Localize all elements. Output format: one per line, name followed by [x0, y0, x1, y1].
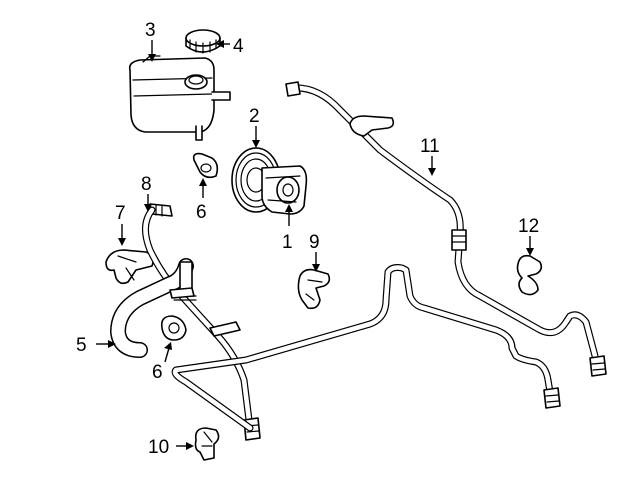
- callout-4: 4: [233, 36, 244, 57]
- reservoir-part: [128, 55, 231, 141]
- callout-12: 12: [518, 216, 539, 237]
- callout-8: 8: [141, 174, 152, 195]
- return-hose-part: [110, 258, 197, 358]
- leader-lines: [96, 40, 534, 450]
- callout-6-upper: 6: [196, 202, 207, 223]
- callout-2: 2: [249, 106, 260, 127]
- bracket-part: [105, 249, 154, 285]
- hose-clamp-upper-part: [192, 152, 219, 179]
- callout-3: 3: [145, 20, 156, 41]
- callout-6-lower: 6: [152, 362, 163, 383]
- hose-clip-part: [169, 287, 241, 337]
- line-bracket-part: [297, 268, 331, 310]
- reservoir-cap-part: [185, 29, 221, 54]
- return-line-part: [285, 81, 607, 377]
- callout-1: 1: [282, 232, 293, 253]
- line-clip-part: [516, 254, 543, 296]
- callout-5: 5: [76, 335, 87, 356]
- callout-11: 11: [420, 136, 440, 157]
- callout-labels: 3 4 2 1 6 8 7 9 11 12 5 6 10: [76, 20, 539, 458]
- callout-7: 7: [115, 203, 126, 224]
- cooler-line-part: [171, 264, 561, 432]
- hose-clamp-lower-part: [160, 315, 187, 341]
- power-steering-pump-part: [231, 147, 308, 215]
- callout-9: 9: [309, 232, 320, 253]
- line-fitting-part: [194, 427, 220, 461]
- callout-10: 10: [148, 437, 169, 458]
